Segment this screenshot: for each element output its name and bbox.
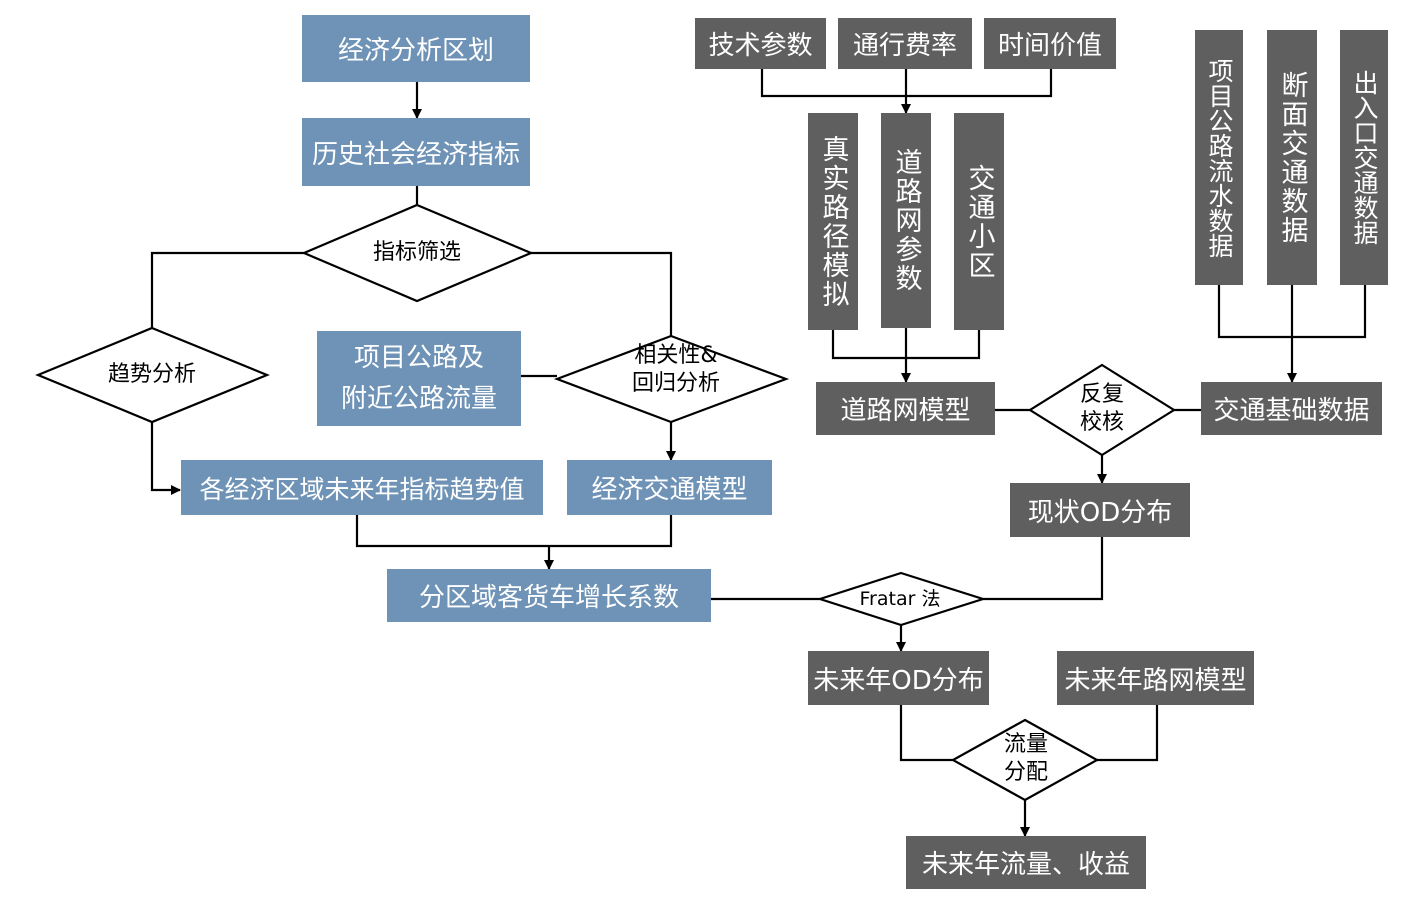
connector-future-road-to-assignment [1097,705,1159,762]
node-road-net-params: 道路网参数 [881,113,931,328]
connector-trend-to-future-values [150,422,181,495]
node-project-flow: 项目公路及 附近公路流量 [317,331,521,426]
diamond-fratar [816,571,987,627]
diamond-iterative-check [1027,363,1177,457]
diamond-trend-analysis [35,326,270,424]
connector-future-od-to-assignment [899,705,953,762]
label-fratar: Fratar 法 [859,588,941,610]
node-section-traffic-data: 断面交通数据 [1267,30,1317,285]
label-flow-assignment: 流量 分配 [1003,732,1048,785]
node-econ-zoning: 经济分析区划 [302,15,530,82]
node-toll-rate: 通行费率 [838,18,972,69]
node-entry-exit-data: 出入口交通数据 [1340,30,1388,285]
node-real-route-sim: 真实路径模拟 [808,113,858,330]
node-project-flow-data: 项目公路流水数据 [1195,30,1243,285]
connector-screening-to-trend [150,251,304,328]
node-tech-params: 技术参数 [695,18,826,69]
node-future-trend-values: 各经济区域未来年指标趋势值 [181,460,543,515]
diamond-flow-assignment [950,718,1100,802]
node-traffic-base-data: 交通基础数据 [1201,382,1382,435]
node-future-od: 未来年OD分布 [808,651,989,705]
connector-future-values-down [355,515,673,548]
node-time-value: 时间价值 [984,18,1116,69]
label-indicator-screening: 指标筛选 [372,240,461,265]
label-correlation-regression: 相关性& 回归分析 [631,343,720,396]
node-traffic-zone: 交通小区 [954,113,1004,330]
connector-screening-to-correlation [531,251,673,336]
label-trend-analysis: 趋势分析 [107,362,196,387]
label-iterative-check: 反复 校核 [1079,382,1124,435]
diamond-correlation-regression [553,334,790,424]
diamond-indicator-screening [301,203,534,303]
node-growth-coefficient: 分区域客货车增长系数 [387,569,711,622]
node-econ-traffic-model: 经济交通模型 [567,460,772,515]
node-road-net-model: 道路网模型 [816,382,995,435]
node-hist-indicators: 历史社会经济指标 [302,118,530,186]
node-current-od: 现状OD分布 [1010,483,1190,537]
node-future-road-model: 未来年路网模型 [1057,651,1254,705]
node-future-flow-revenue: 未来年流量、收益 [906,836,1146,889]
connector-current-od-to-fratar [983,537,1104,601]
